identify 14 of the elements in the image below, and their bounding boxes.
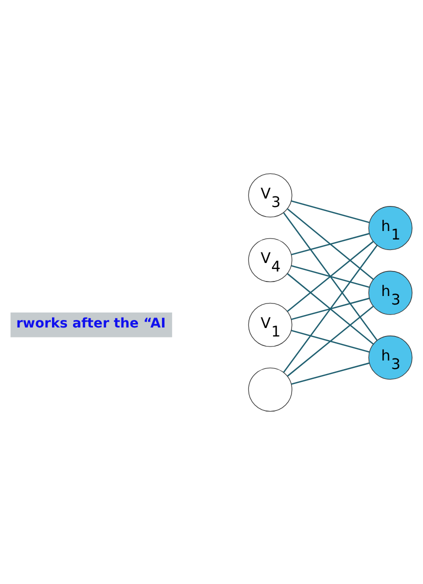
connector xyxy=(283,244,378,372)
connector xyxy=(291,200,370,223)
label: rworks after the “AI xyxy=(16,316,166,332)
node-circle xyxy=(248,367,292,412)
connector xyxy=(287,305,374,376)
connector xyxy=(291,232,370,255)
connector xyxy=(287,208,374,280)
connector xyxy=(291,264,370,288)
connector xyxy=(291,329,370,352)
connector xyxy=(287,272,374,344)
connector xyxy=(291,362,370,384)
connector xyxy=(291,297,370,320)
connector xyxy=(287,240,374,312)
connector xyxy=(283,212,378,340)
